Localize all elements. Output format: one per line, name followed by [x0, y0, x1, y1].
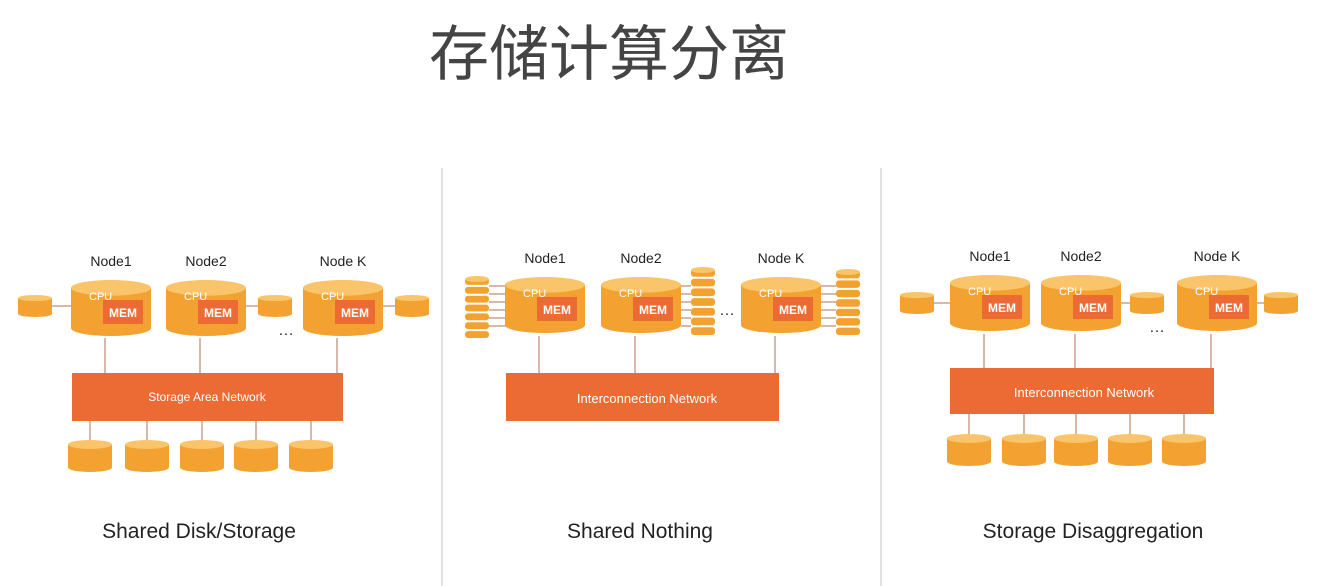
node-label: Node K	[758, 250, 805, 266]
network-label: Interconnection Network	[1014, 385, 1155, 400]
mem-label: MEM	[341, 306, 369, 320]
shared-disk-icon	[1054, 434, 1098, 466]
node-label: Node1	[90, 253, 131, 269]
local-disk-icon	[900, 292, 934, 315]
interconnection-network-bar	[506, 373, 779, 421]
local-disk-icon	[18, 295, 52, 318]
mem-box	[1209, 295, 1249, 319]
mem-label: MEM	[1079, 301, 1107, 315]
node-label: Node K	[1194, 248, 1241, 264]
node-label: Node K	[320, 253, 367, 269]
node-label: Node2	[1060, 248, 1101, 264]
mem-label: MEM	[204, 306, 232, 320]
node-label: Node2	[620, 250, 661, 266]
disk-stack-icon	[691, 267, 715, 335]
mem-box	[103, 300, 143, 324]
node-label: Node1	[969, 248, 1010, 264]
ellipsis: …	[719, 302, 735, 319]
local-disk-icon	[258, 295, 292, 318]
page-title: 存储计算分离	[429, 20, 789, 90]
mem-box	[335, 300, 375, 324]
shared-disk-icon	[125, 440, 169, 472]
mem-box	[982, 295, 1022, 319]
mem-box	[537, 297, 577, 321]
mem-label: MEM	[988, 301, 1016, 315]
mem-label: MEM	[1215, 301, 1243, 315]
shared-disk-icon	[289, 440, 333, 472]
disk-stack-icon	[836, 269, 860, 335]
panel-caption: Shared Nothing	[567, 520, 713, 543]
ellipsis: …	[1149, 319, 1165, 336]
mem-label: MEM	[109, 306, 137, 320]
shared-disk-icon	[68, 440, 112, 472]
mem-box	[633, 297, 673, 321]
node-label: Node2	[185, 253, 226, 269]
shared-disk-icon	[1108, 434, 1152, 466]
ellipsis: …	[278, 322, 294, 339]
mem-label: MEM	[639, 303, 667, 317]
network-label: Interconnection Network	[577, 391, 718, 406]
interconnection-network-bar	[950, 368, 1214, 414]
panel-caption: Shared Disk/Storage	[102, 520, 296, 543]
node-label: Node1	[524, 250, 565, 266]
shared-disk-icon	[947, 434, 991, 466]
mem-box	[773, 297, 813, 321]
shared-disk-icon	[180, 440, 224, 472]
mem-label: MEM	[779, 303, 807, 317]
local-disk-icon	[1264, 292, 1298, 315]
mem-box	[198, 300, 238, 324]
shared-disk-icon	[234, 440, 278, 472]
mem-label: MEM	[543, 303, 571, 317]
storage-area-network-bar	[72, 373, 343, 421]
disk-stack-icon	[465, 276, 489, 338]
local-disk-icon	[1130, 292, 1164, 315]
shared-disk-icon	[1002, 434, 1046, 466]
shared-disk-icon	[1162, 434, 1206, 466]
mem-box	[1073, 295, 1113, 319]
panel-caption: Storage Disaggregation	[983, 520, 1204, 543]
network-label: Storage Area Network	[148, 390, 266, 404]
local-disk-icon	[395, 295, 429, 318]
